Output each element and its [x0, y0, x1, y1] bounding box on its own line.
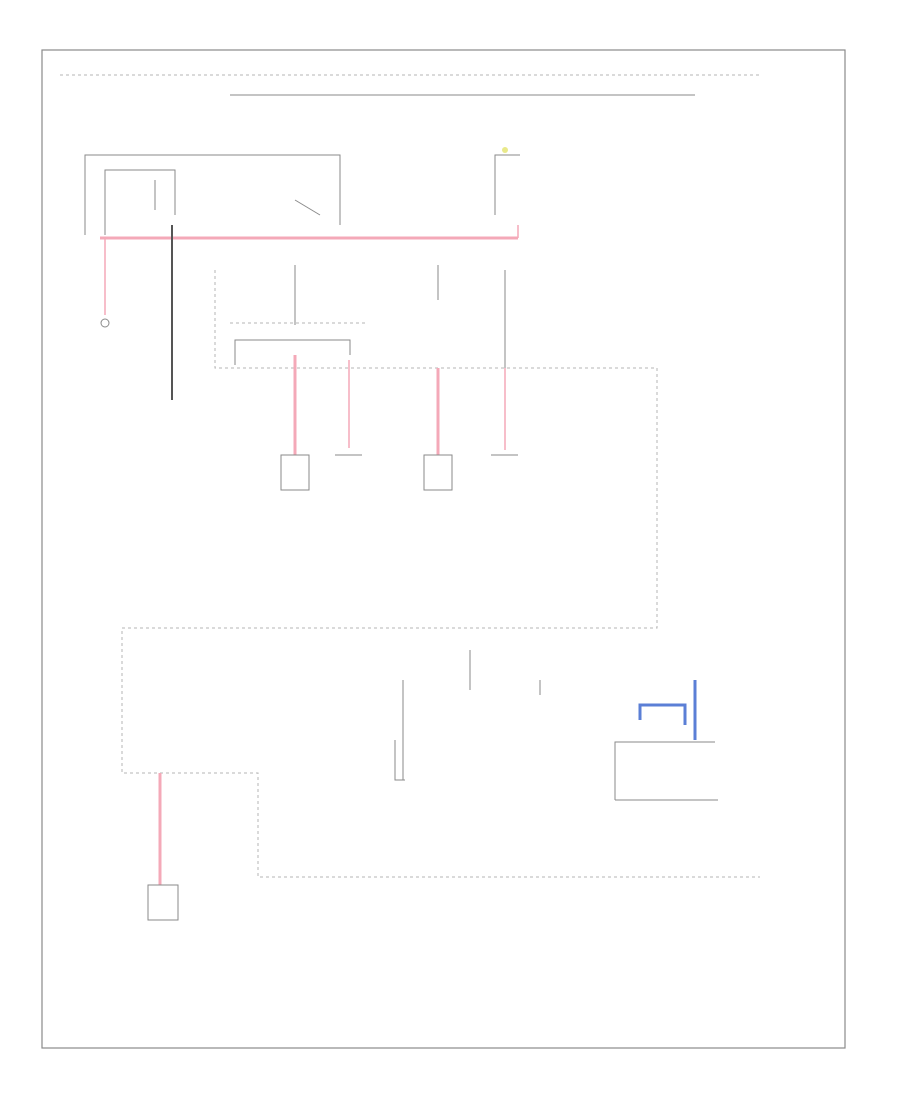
component-box-1: [280, 454, 310, 491]
blue-wire-loop: [638, 703, 687, 725]
component-box-3: [423, 454, 453, 491]
relay-outline: [84, 154, 341, 235]
lower-right-box: [614, 741, 715, 800]
bottom-component-box: [147, 884, 179, 921]
indicator-dot: [502, 147, 508, 153]
left-connector-icon: [100, 318, 110, 328]
lower-mid-switch: [394, 740, 405, 781]
connector-bracket: [234, 339, 351, 365]
relay-coil-wire: [104, 169, 176, 235]
switch-contact: [294, 199, 321, 216]
diagram-frame: [41, 49, 846, 1049]
fuse-right-wire: [494, 154, 520, 215]
dashed-harness-path: [121, 270, 760, 878]
